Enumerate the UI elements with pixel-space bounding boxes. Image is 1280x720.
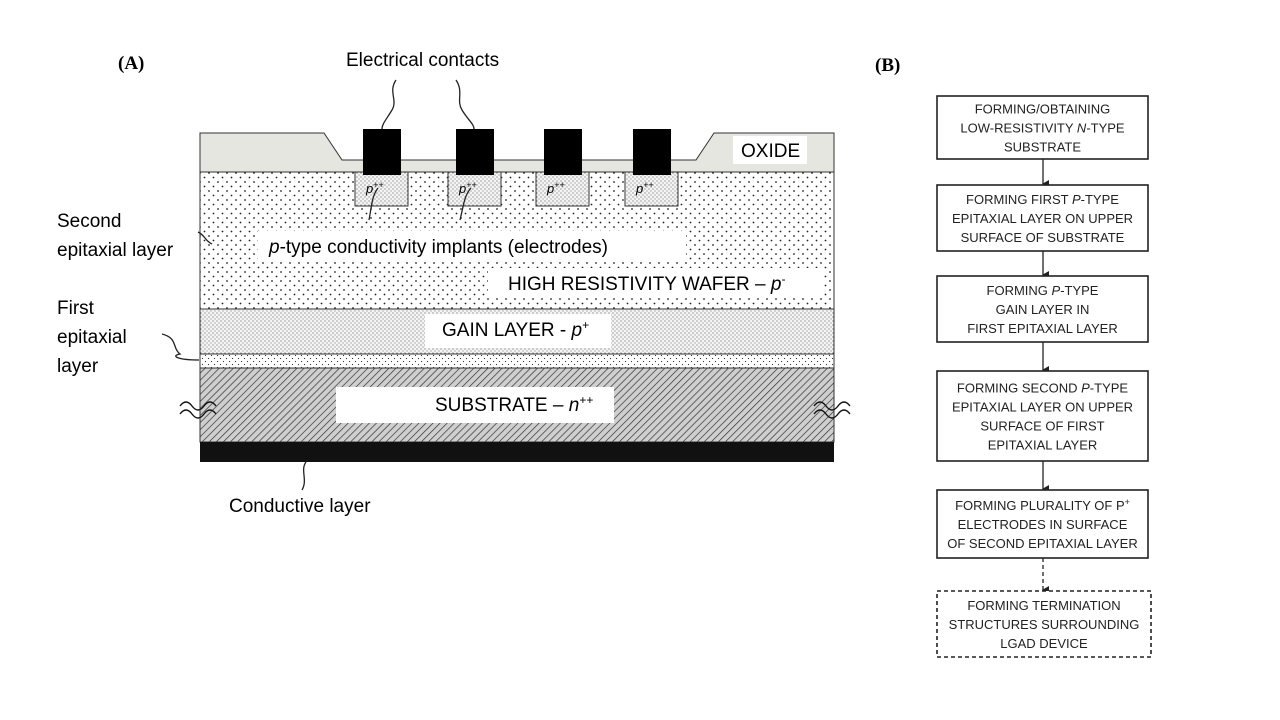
panel-a-label: (A) [118,53,144,74]
second-epitaxial-label-line1: Second [57,211,121,232]
wafer-label: HIGH RESISTIVITY WAFER – p- [508,272,785,295]
electrode-implant-3 [535,171,590,207]
electrode-label-3: p++ [546,180,565,196]
flow-step-text-line: LGAD DEVICE [1000,636,1088,651]
first-epitaxial-band [199,353,835,369]
first-epitaxial-label-line1: First [57,298,95,319]
oxide-label: OXIDE [741,141,800,162]
electrode-label-4: p++ [635,180,654,196]
flow-step-text-line: FORMING/OBTAINING [975,102,1111,117]
conductive-layer [200,442,834,462]
flow-step-box [936,370,1149,462]
flow-step-text-line: SURFACE OF FIRST [980,419,1104,434]
flow-step-text-line: FORMING FIRST P-TYPE [966,192,1119,207]
flow-step-text-line: GAIN LAYER IN [996,302,1090,317]
flow-step-6: FORMING TERMINATION STRUCTURES SURROUNDIN… [936,590,1152,658]
gain-layer-label: GAIN LAYER - p+ [442,318,589,341]
electrode-label-1: p++ [365,180,384,196]
flow-step-text-line: SUBSTRATE [1004,140,1081,155]
flow-step-3: FORMING P-TYPE GAIN LAYER IN FIRST EPITAXI… [936,275,1149,343]
second-epitaxial-label-line2: epitaxial layer [57,240,174,261]
flow-step-text-line: FORMING TERMINATION [967,598,1120,613]
oxide-layer [199,132,835,173]
electrode-implant-1 [354,171,409,207]
flow-step-4: FORMING SECOND P-TYPE EPITAXIAL LAYER ON … [936,370,1149,462]
implants-label: p-type conductivity implants (electrodes… [268,237,608,258]
flow-step-1: FORMING/OBTAINING LOW-RESISTIVITY N-TYPE S… [936,95,1149,160]
substrate-label: SUBSTRATE – n++ [435,393,593,416]
callout-leaders [161,79,475,491]
electrical-contacts-label: Electrical contacts [346,50,499,71]
electrical-contact-1 [363,129,401,175]
electrode-label-2: p++ [458,180,477,196]
first-epitaxial-label-line3: layer [57,356,99,377]
electrical-contact-3 [544,129,582,175]
flow-step-box [936,489,1149,559]
device-cross-section: p++ p++ p++ p++ OXIDE p-type conductivit… [179,129,851,462]
break-mark-left [179,401,217,419]
flow-step-text-line: SURFACE OF SUBSTRATE [961,230,1125,245]
flow-step-text-line: FORMING PLURALITY OF P+ [955,497,1130,513]
flow-step-text-line: LOW-RESISTIVITY N-TYPE [960,121,1125,136]
flow-step-text-line: EPITAXIAL LAYER [988,438,1098,453]
flow-step-text-line: EPITAXIAL LAYER ON UPPER [952,211,1133,226]
flow-step-text-line: EPITAXIAL LAYER ON UPPER [952,400,1133,415]
flow-step-text-line: FORMING P-TYPE [987,283,1099,298]
conductive-layer-label: Conductive layer [229,496,371,517]
first-epitaxial-label-line2: epitaxial [57,327,127,348]
flow-step-text-line: STRUCTURES SURROUNDING [949,617,1140,632]
panel-b-label: (B) [875,55,900,76]
flow-step-box [936,275,1149,343]
break-mark-right [813,401,851,419]
flow-step-5: FORMING PLURALITY OF P+ ELECTRODES IN SUR… [936,489,1149,559]
flow-step-text-line: FIRST EPITAXIAL LAYER [967,321,1118,336]
electrical-contact-4 [633,129,671,175]
process-flowchart: FORMING/OBTAINING LOW-RESISTIVITY N-TYPE S… [936,95,1152,658]
flow-step-text-line: OF SECOND EPITAXIAL LAYER [947,536,1137,551]
electrical-contact-2 [456,129,494,175]
flow-step-text-line: FORMING SECOND P-TYPE [957,381,1129,396]
flow-step-2: FORMING FIRST P-TYPE EPITAXIAL LAYER ON U… [936,184,1149,252]
flow-step-box [936,590,1152,658]
flow-step-text-line: ELECTRODES IN SURFACE [958,517,1128,532]
electrode-implant-4 [624,171,679,207]
